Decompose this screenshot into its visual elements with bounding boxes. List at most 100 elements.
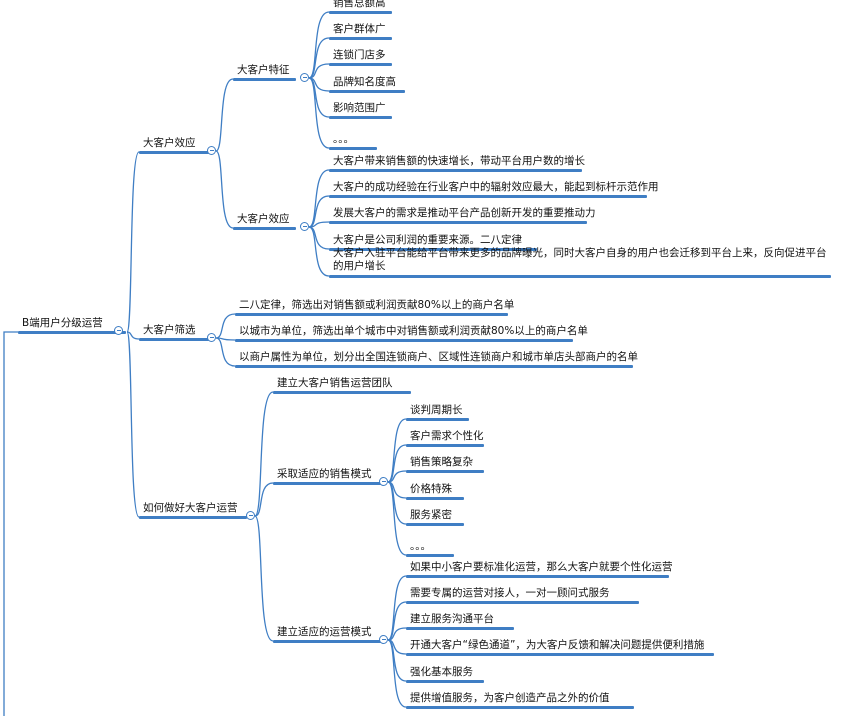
sub-branch-underline bbox=[233, 227, 296, 230]
branch-underline bbox=[139, 516, 247, 519]
leaf-underline bbox=[406, 444, 484, 447]
leaf-label[interactable]: 大客户入驻平台能给平台带来更多的品牌曝光，同时大客户自身的用户也会迁移到平台上来… bbox=[333, 247, 827, 272]
leaf-underline bbox=[329, 11, 392, 14]
sub-branch-label[interactable]: 建立适应的运营模式 bbox=[277, 626, 372, 638]
leaf-underline bbox=[406, 653, 714, 656]
leaf-connector bbox=[387, 639, 407, 708]
leaf-label[interactable]: 连锁门店多 bbox=[333, 49, 386, 61]
leaf-connector bbox=[215, 313, 236, 339]
sub-branch-collapse-toggle[interactable] bbox=[379, 635, 388, 644]
leaf-underline bbox=[329, 147, 377, 150]
leaf-underline bbox=[329, 116, 392, 119]
sub-branch-connector bbox=[215, 78, 234, 152]
sub-branch-label[interactable]: 大客户效应 bbox=[237, 213, 290, 225]
leaf-label[interactable]: 二八定律，筛选出对销售额或利润贡献80%以上的商户名单 bbox=[239, 299, 515, 311]
branch-connector bbox=[126, 331, 140, 340]
leaf-label[interactable]: 。。。 bbox=[333, 133, 354, 145]
leaf-label[interactable]: 以商户属性为单位，划分出全国连锁商户、区域性连锁商户和城市单店头部商户的名单 bbox=[239, 351, 638, 363]
leaf-underline bbox=[406, 627, 514, 630]
branch-collapse-toggle[interactable] bbox=[207, 146, 216, 155]
leaf-underline bbox=[235, 365, 633, 368]
leaf-label[interactable]: 以城市为单位，筛选出单个城市中对销售额或利润贡献80%以上的商户名单 bbox=[239, 325, 588, 337]
leaf-underline bbox=[329, 63, 392, 66]
leaf-underline bbox=[406, 554, 454, 557]
sub-branch-collapse-toggle[interactable] bbox=[300, 222, 309, 231]
leaf-underline bbox=[329, 90, 405, 93]
sub-branch-underline bbox=[273, 640, 381, 643]
leaf-label[interactable]: 大客户是公司利润的重要来源。二八定律 bbox=[333, 234, 522, 246]
root-node-label[interactable]: B端用户分级运营 bbox=[22, 317, 103, 329]
sub-branch-connector bbox=[254, 482, 274, 517]
leaf-label[interactable]: 大客户带来销售额的快速增长，带动平台用户数的增长 bbox=[333, 155, 585, 167]
leaf-connector bbox=[308, 195, 330, 228]
branch-connector bbox=[126, 151, 140, 333]
branch-connector bbox=[126, 331, 140, 518]
leaf-label[interactable]: 提供增值服务，为客户创造产品之外的价值 bbox=[410, 692, 610, 704]
leaf-underline bbox=[329, 248, 537, 251]
leaf-underline bbox=[406, 470, 484, 473]
leaf-connector bbox=[308, 77, 330, 118]
leaf-connector bbox=[387, 601, 407, 641]
sub-branch-underline bbox=[233, 78, 296, 81]
leaf-label[interactable]: 谈判周期长 bbox=[410, 404, 463, 416]
sub-branch-collapse-toggle[interactable] bbox=[379, 477, 388, 486]
leaf-underline bbox=[406, 575, 669, 578]
leaf-label[interactable]: 服务紧密 bbox=[410, 509, 452, 521]
leaf-connector bbox=[308, 226, 330, 277]
leaf-label[interactable]: 开通大客户“绿色通道”，为大客户反馈和解决问题提供便利措施 bbox=[410, 639, 705, 651]
sub-branch-underline bbox=[273, 482, 381, 485]
leaf-label[interactable]: 如果中小客户要标准化运营，那么大客户就要个性化运营 bbox=[410, 561, 673, 573]
leaf-underline bbox=[329, 195, 647, 198]
sub-branch-label[interactable]: 大客户特征 bbox=[237, 64, 290, 76]
leaf-connector bbox=[308, 169, 330, 228]
leaf-underline bbox=[329, 275, 831, 278]
branch-underline bbox=[139, 151, 209, 154]
leaf-label[interactable]: 大客户的成功经验在行业客户中的辐射效应最大，能起到标杆示范作用 bbox=[333, 181, 659, 193]
root-node-underline bbox=[18, 331, 126, 334]
leaf-underline bbox=[329, 221, 587, 224]
leaf-connector bbox=[387, 481, 407, 556]
leaf-label[interactable]: 客户需求个性化 bbox=[410, 430, 484, 442]
sub-branch-underline bbox=[273, 391, 411, 394]
branch-underline bbox=[139, 338, 209, 341]
leaf-underline bbox=[329, 37, 392, 40]
sub-branch-connector bbox=[254, 391, 274, 517]
branch-collapse-toggle[interactable] bbox=[207, 333, 216, 342]
leaf-label[interactable]: 强化基本服务 bbox=[410, 666, 473, 678]
leaf-connector bbox=[387, 444, 407, 483]
leaf-underline bbox=[406, 523, 464, 526]
sub-branch-collapse-toggle[interactable] bbox=[300, 73, 309, 82]
leaf-connector bbox=[215, 337, 236, 367]
leaf-underline bbox=[235, 339, 573, 342]
leaf-label[interactable]: 发展大客户的需求是推动平台产品创新开发的重要推动力 bbox=[333, 207, 596, 219]
leaf-label[interactable]: 。。。 bbox=[410, 540, 431, 552]
sub-branch-connector bbox=[215, 150, 234, 229]
leaf-underline bbox=[235, 313, 508, 316]
leaf-label[interactable]: 品牌知名度高 bbox=[333, 76, 396, 88]
leaf-connector bbox=[308, 37, 330, 79]
leaf-label[interactable]: 建立服务沟通平台 bbox=[410, 613, 494, 625]
sub-branch-label[interactable]: 建立大客户销售运营团队 bbox=[277, 377, 393, 389]
leaf-underline bbox=[406, 706, 634, 709]
branch-label[interactable]: 大客户效应 bbox=[143, 137, 196, 149]
sub-branch-label[interactable]: 采取适应的销售模式 bbox=[277, 468, 372, 480]
leaf-label[interactable]: 需要专属的运营对接人，一对一顾问式服务 bbox=[410, 587, 610, 599]
branch-label[interactable]: 如何做好大客户运营 bbox=[143, 502, 238, 514]
leaf-underline bbox=[406, 601, 639, 604]
root-stem-connector bbox=[3, 331, 18, 716]
leaf-underline bbox=[329, 169, 582, 172]
branch-label[interactable]: 大客户筛选 bbox=[143, 324, 196, 336]
leaf-underline bbox=[406, 497, 464, 500]
branch-collapse-toggle[interactable] bbox=[246, 511, 255, 520]
leaf-connector bbox=[387, 639, 407, 682]
leaf-underline bbox=[406, 418, 469, 421]
leaf-label[interactable]: 销售总额高 bbox=[333, 0, 386, 9]
sub-branch-connector bbox=[254, 515, 274, 642]
leaf-label[interactable]: 销售策略复杂 bbox=[410, 456, 473, 468]
root-collapse-toggle[interactable] bbox=[114, 326, 123, 335]
leaf-label[interactable]: 影响范围广 bbox=[333, 102, 386, 114]
leaf-label[interactable]: 价格特殊 bbox=[410, 483, 452, 495]
leaf-label[interactable]: 客户群体广 bbox=[333, 23, 386, 35]
leaf-underline bbox=[406, 680, 484, 683]
